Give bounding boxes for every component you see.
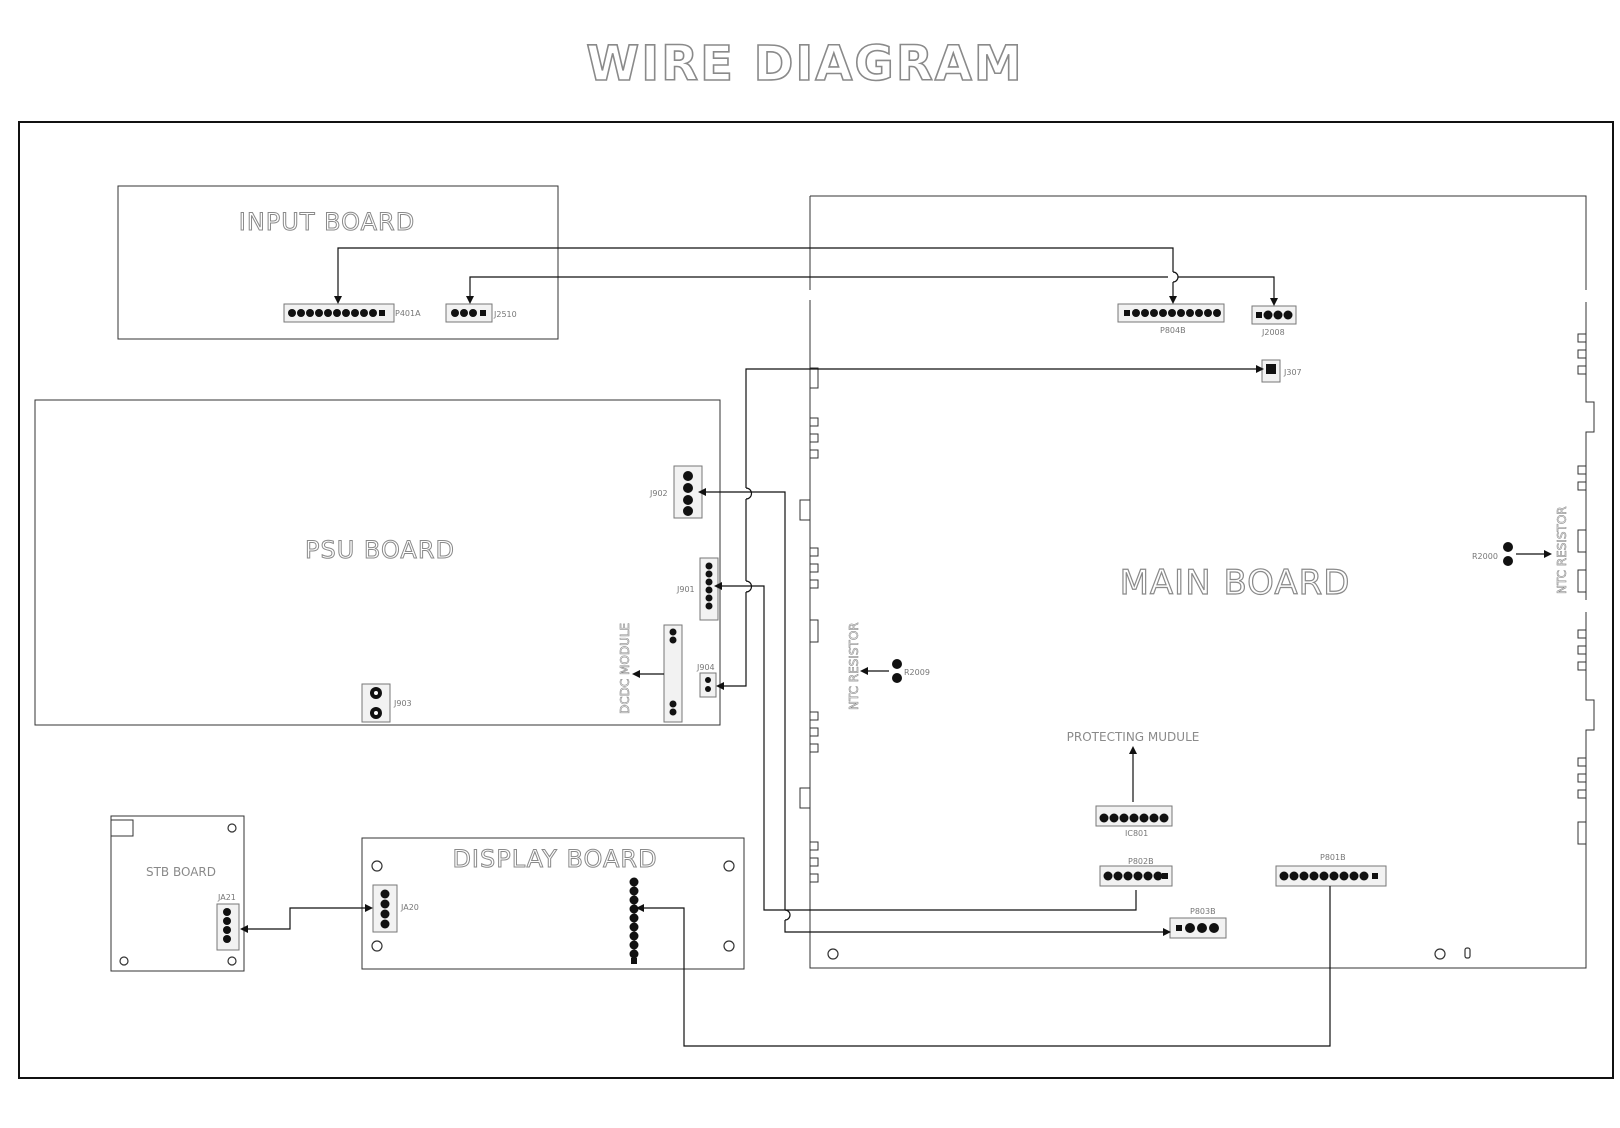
label-r2000: R2000	[1472, 552, 1498, 561]
main-board: MAIN BOARD P804B J2008 J307 R2000 N	[800, 196, 1594, 968]
label-j307: J307	[1283, 368, 1302, 377]
display-board-label: DISPLAY BOARD	[452, 845, 657, 873]
connector-j904	[700, 673, 716, 697]
connector-j903	[362, 684, 390, 722]
connector-display-10pin	[630, 878, 639, 965]
connector-p803b	[1170, 918, 1226, 938]
input-board-label: INPUT BOARD	[239, 208, 415, 236]
label-p804b: P804B	[1160, 326, 1186, 335]
dcdc-module-label: DCDC MODULE	[618, 623, 632, 714]
wires	[240, 248, 1552, 1046]
connector-p801b	[1276, 866, 1386, 886]
connector-j902	[674, 466, 702, 518]
diagram-title: WIRE DIAGRAM	[586, 36, 1023, 92]
label-j903: J903	[393, 699, 412, 708]
connector-ic801	[1096, 806, 1172, 826]
psu-board: PSU BOARD J902 J901 J904 DCDC MODULE	[35, 400, 720, 725]
label-j2008: J2008	[1261, 328, 1285, 337]
connector-p804b	[1118, 304, 1224, 322]
label-p803b: P803B	[1190, 907, 1216, 916]
connector-p401a	[284, 304, 394, 322]
ntc-left-label: NTC RESISTOR	[847, 622, 861, 710]
stb-board-label: STB BOARD	[146, 865, 216, 879]
stb-board: STB BOARD JA21	[111, 816, 244, 971]
main-board-label: MAIN BOARD	[1120, 563, 1351, 603]
display-board: DISPLAY BOARD JA20	[362, 838, 744, 969]
label-r2009: R2009	[904, 668, 930, 677]
label-j901: J901	[676, 585, 695, 594]
connector-r2000	[1503, 542, 1513, 566]
label-j2510: J2510	[493, 310, 517, 319]
connector-j307	[1262, 360, 1280, 382]
connector-p802b	[1100, 866, 1172, 886]
label-p401a: P401A	[395, 309, 421, 318]
label-p802b: P802B	[1128, 857, 1154, 866]
connector-ja20	[373, 885, 397, 932]
connector-j2510	[446, 304, 492, 322]
connector-j2008	[1252, 306, 1296, 324]
label-ja21: JA21	[217, 893, 236, 902]
label-j904: J904	[696, 663, 715, 672]
connector-j901	[700, 558, 718, 620]
protecting-module-label: PROTECTING MUDULE	[1067, 730, 1200, 744]
connector-ja21	[217, 904, 239, 950]
ntc-right-label: NTC RESISTOR	[1555, 506, 1569, 594]
label-j902: J902	[649, 489, 668, 498]
connector-r2009	[892, 659, 902, 683]
outer-frame	[19, 122, 1613, 1078]
label-p801b: P801B	[1320, 853, 1346, 862]
psu-board-label: PSU BOARD	[305, 536, 455, 564]
dcdc-module	[664, 625, 682, 722]
label-ja20: JA20	[400, 903, 419, 912]
label-ic801: IC801	[1125, 829, 1148, 838]
